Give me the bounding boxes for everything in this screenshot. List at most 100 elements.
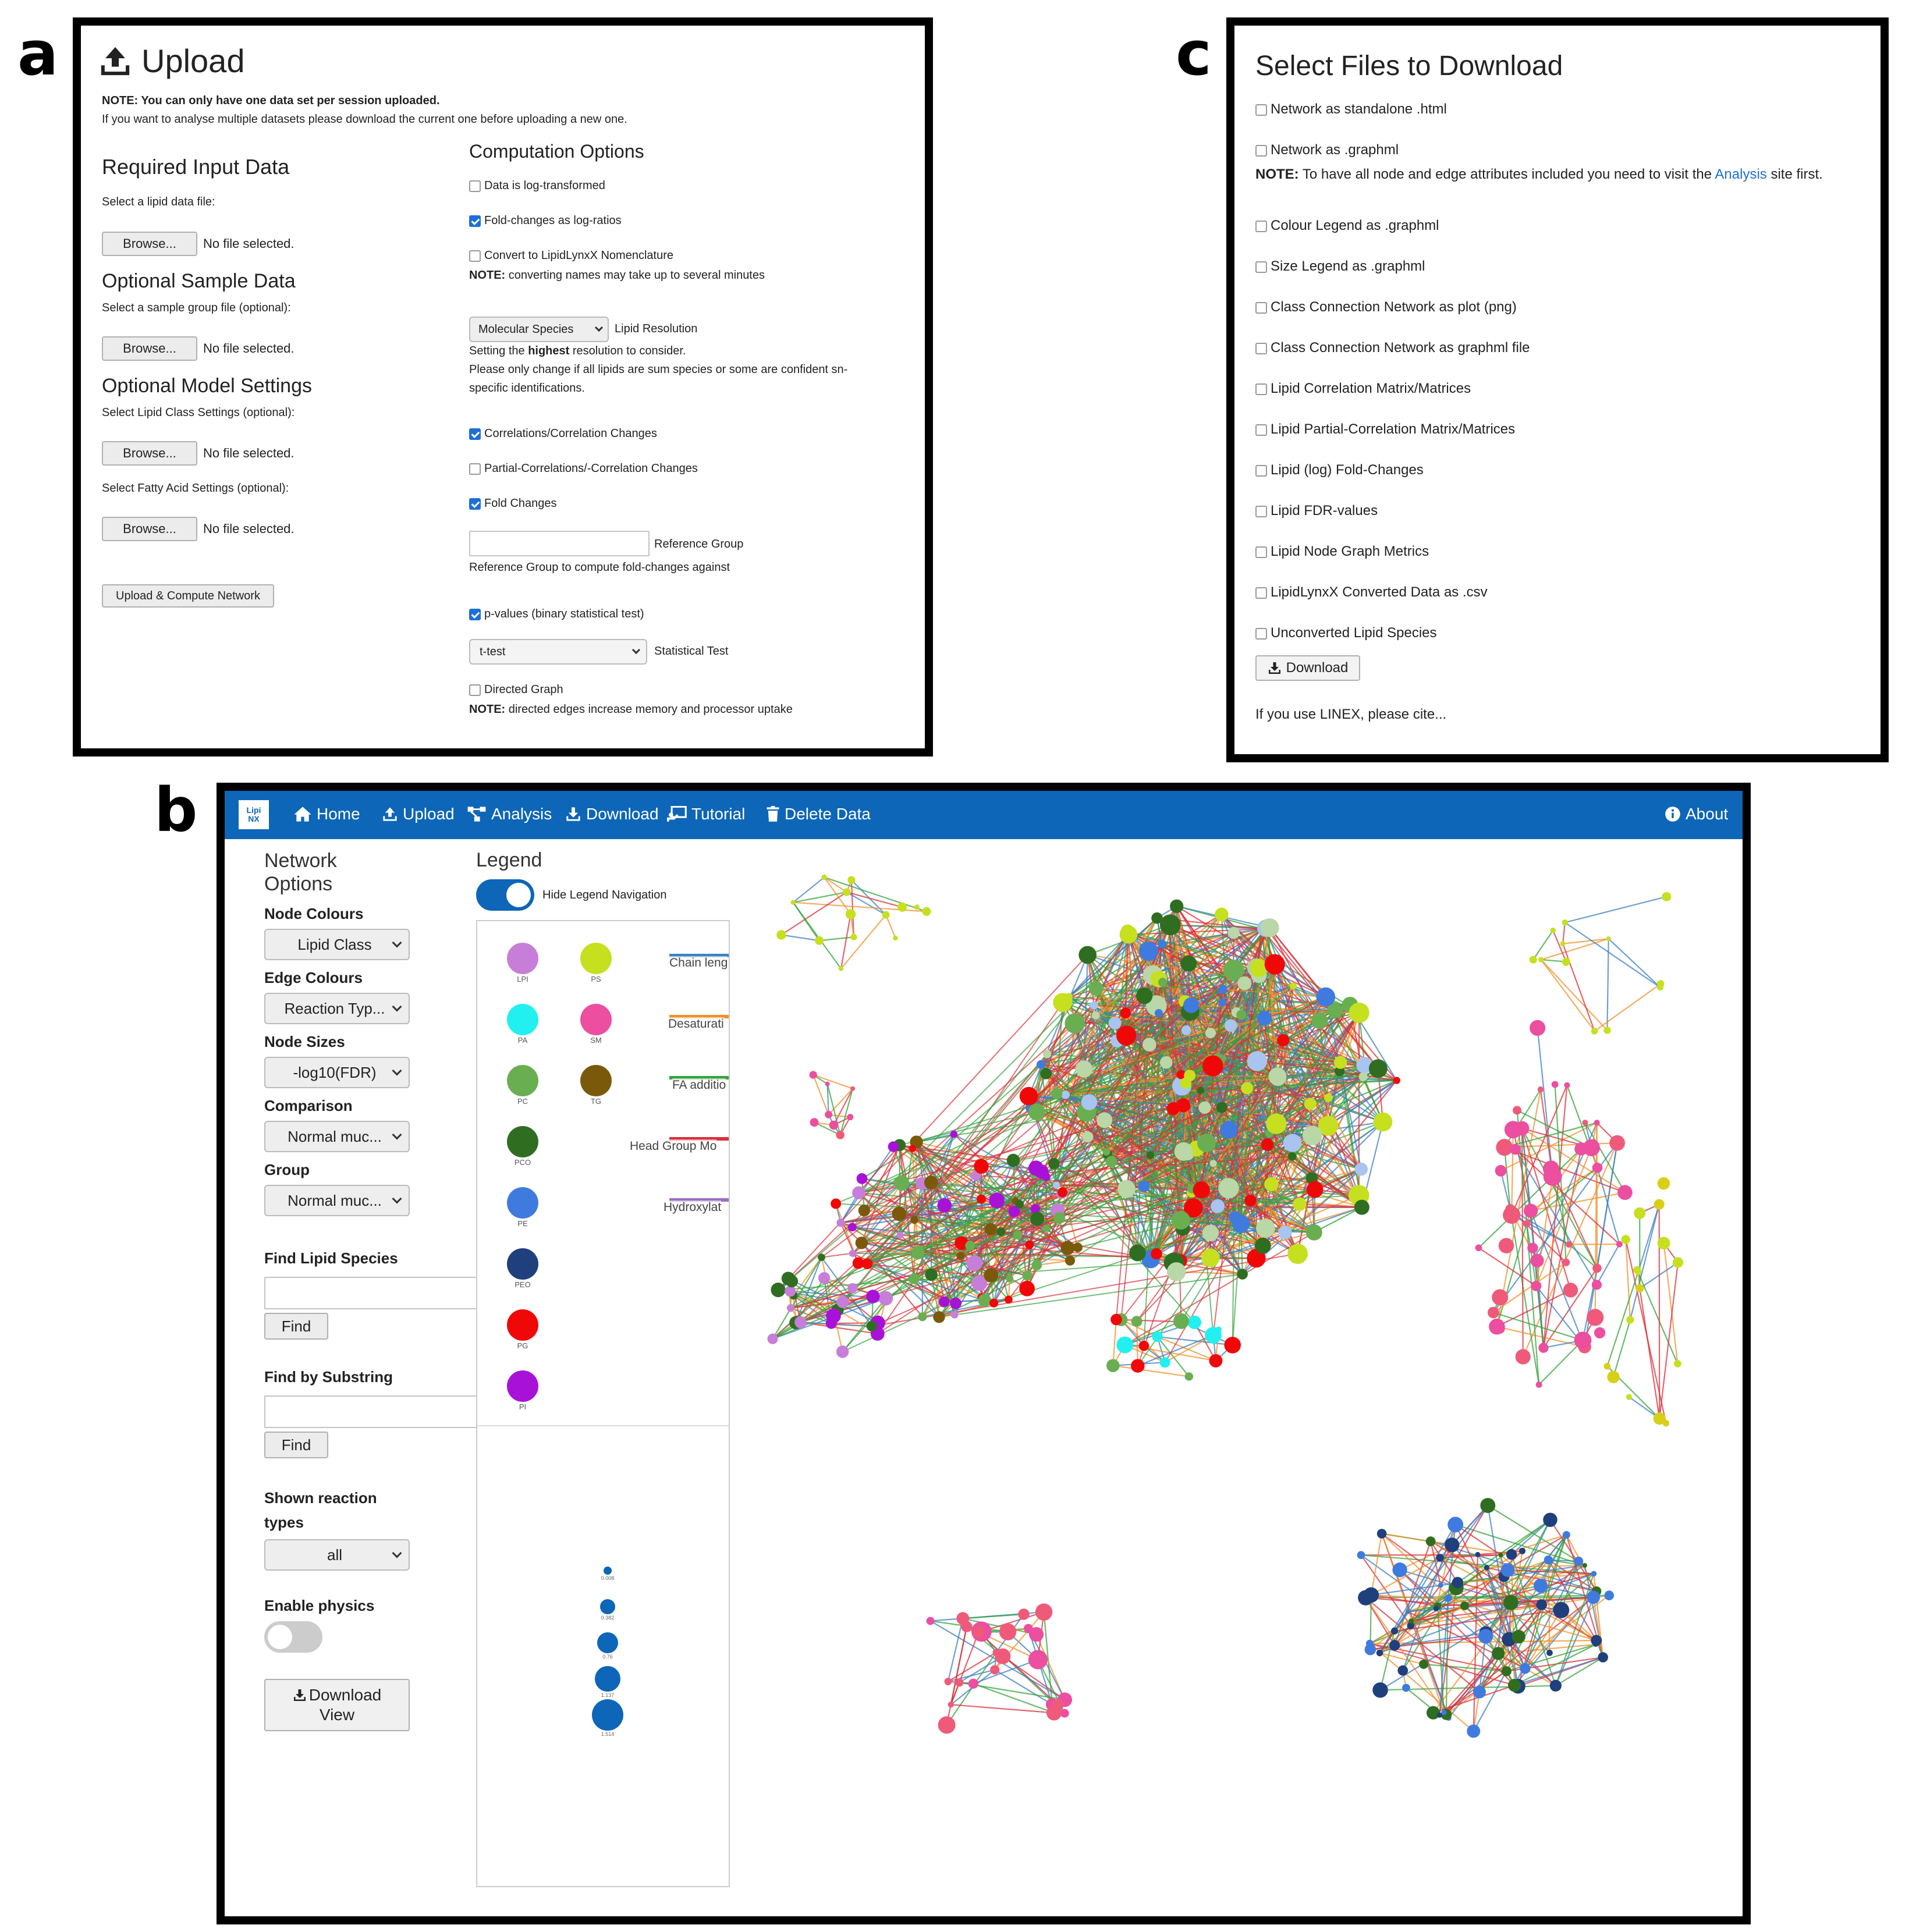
network-node[interactable] xyxy=(1635,1284,1644,1293)
correlations-option[interactable]: Correlations/Correlation Changes xyxy=(469,427,657,441)
network-node[interactable] xyxy=(1005,1295,1013,1304)
log-transformed-option[interactable]: Data is log-transformed xyxy=(469,179,605,193)
network-node[interactable] xyxy=(1110,1313,1122,1326)
network-node[interactable] xyxy=(1484,1565,1489,1571)
network-node[interactable] xyxy=(924,1175,938,1190)
network-node[interactable] xyxy=(1634,1268,1642,1276)
network-node[interactable] xyxy=(1549,1679,1562,1692)
partial-correlations-checkbox[interactable] xyxy=(469,463,481,475)
network-node[interactable] xyxy=(1594,1327,1606,1338)
find-substring-button[interactable]: Find xyxy=(264,1432,328,1458)
network-node[interactable] xyxy=(1224,1019,1237,1032)
network-node[interactable] xyxy=(1562,1531,1570,1539)
network-node[interactable] xyxy=(1229,1211,1241,1224)
network-node[interactable] xyxy=(1013,1230,1023,1240)
network-node[interactable] xyxy=(1042,1049,1052,1059)
network-node[interactable] xyxy=(1060,1709,1069,1718)
download-view-button[interactable]: Download View xyxy=(264,1679,410,1731)
node-sizes-select[interactable]: -log10(FDR) xyxy=(264,1057,410,1088)
lipid-resolution-select[interactable]: Molecular Species xyxy=(469,317,609,342)
network-node[interactable] xyxy=(1437,1713,1442,1718)
network-node[interactable] xyxy=(1060,1241,1075,1255)
network-node[interactable] xyxy=(1657,1237,1670,1250)
network-node[interactable] xyxy=(1530,1020,1546,1036)
network-node[interactable] xyxy=(858,1204,871,1217)
network-node[interactable] xyxy=(1519,1547,1526,1554)
network-node[interactable] xyxy=(1088,981,1104,996)
partial-correlations-option[interactable]: Partial-Correlations/-Correlation Change… xyxy=(469,462,698,475)
network-node[interactable] xyxy=(785,1275,799,1288)
network-node[interactable] xyxy=(1170,899,1184,913)
network-node[interactable] xyxy=(1492,1647,1505,1660)
network-node[interactable] xyxy=(821,874,827,880)
network-node[interactable] xyxy=(1202,1055,1223,1077)
download-option-checkbox[interactable] xyxy=(1255,301,1267,314)
network-node[interactable] xyxy=(1236,1010,1247,1020)
network-node[interactable] xyxy=(1075,1060,1093,1078)
network-node[interactable] xyxy=(1368,1059,1388,1078)
nav-tutorial[interactable]: Tutorial xyxy=(667,805,745,823)
download-option-checkbox[interactable] xyxy=(1255,220,1267,232)
comparison-select[interactable]: Normal muc... xyxy=(264,1121,410,1152)
network-node[interactable] xyxy=(1591,1635,1602,1646)
directed-graph-option[interactable]: Directed Graph xyxy=(469,683,563,697)
network-node[interactable] xyxy=(1591,1280,1602,1290)
network-node[interactable] xyxy=(856,1173,868,1184)
network-node[interactable] xyxy=(1488,1306,1499,1319)
network-node[interactable] xyxy=(1287,1152,1297,1161)
network-node[interactable] xyxy=(838,966,844,971)
network-node[interactable] xyxy=(826,1308,841,1324)
network-node[interactable] xyxy=(1106,1359,1120,1372)
network-node[interactable] xyxy=(1607,1370,1620,1383)
network-node[interactable] xyxy=(971,1275,988,1291)
network-graph[interactable] xyxy=(737,849,1750,1920)
node-colours-select[interactable]: Lipid Class xyxy=(264,929,410,960)
network-node[interactable] xyxy=(1025,1240,1034,1249)
network-node[interactable] xyxy=(1159,1056,1173,1069)
network-node[interactable] xyxy=(1318,1116,1339,1136)
network-node[interactable] xyxy=(1529,956,1537,964)
network-node[interactable] xyxy=(1223,960,1244,981)
network-node[interactable] xyxy=(1550,928,1556,933)
find-species-button[interactable]: Find xyxy=(264,1313,328,1340)
download-option-checkbox[interactable] xyxy=(1255,587,1267,599)
network-node[interactable] xyxy=(1227,926,1240,939)
network-node[interactable] xyxy=(1293,1197,1307,1211)
network-node[interactable] xyxy=(1051,1088,1063,1100)
network-node[interactable] xyxy=(866,1290,880,1304)
network-node[interactable] xyxy=(1574,1556,1584,1566)
network-node[interactable] xyxy=(1478,1629,1493,1644)
network-node[interactable] xyxy=(1131,1359,1145,1373)
nav-upload[interactable]: Upload xyxy=(382,805,455,823)
network-node[interactable] xyxy=(1277,1034,1290,1047)
network-node[interactable] xyxy=(1372,1682,1388,1698)
network-node[interactable] xyxy=(1500,1563,1515,1577)
network-node[interactable] xyxy=(1028,1650,1048,1670)
network-node[interactable] xyxy=(984,1223,997,1235)
network-node[interactable] xyxy=(836,1345,849,1358)
pvalues-checkbox[interactable] xyxy=(469,608,481,620)
network-node[interactable] xyxy=(1496,1139,1513,1156)
network-node[interactable] xyxy=(1218,998,1227,1007)
network-node[interactable] xyxy=(1237,976,1252,990)
network-node[interactable] xyxy=(933,1311,945,1323)
convert-lynx-option[interactable]: Convert to LipidLynxX Nomenclature xyxy=(469,249,673,262)
network-node[interactable] xyxy=(847,1114,854,1121)
fold-log-ratios-option[interactable]: Fold-changes as log-ratios xyxy=(469,214,622,228)
network-node[interactable] xyxy=(922,907,931,916)
network-node[interactable] xyxy=(882,911,890,919)
network-node[interactable] xyxy=(1053,993,1073,1013)
network-node[interactable] xyxy=(1604,1590,1615,1600)
network-node[interactable] xyxy=(1108,1017,1122,1030)
app-logo[interactable]: Lipi NX xyxy=(239,800,269,829)
network-node[interactable] xyxy=(1256,1219,1275,1238)
network-node[interactable] xyxy=(1393,1077,1400,1084)
network-node[interactable] xyxy=(1407,1622,1414,1629)
network-node[interactable] xyxy=(1065,1255,1076,1266)
network-node[interactable] xyxy=(866,1321,878,1332)
network-node[interactable] xyxy=(1215,907,1229,922)
network-node[interactable] xyxy=(1255,1237,1271,1254)
network-node[interactable] xyxy=(810,1118,819,1127)
network-node[interactable] xyxy=(1131,1316,1142,1327)
network-node[interactable] xyxy=(1562,957,1570,966)
